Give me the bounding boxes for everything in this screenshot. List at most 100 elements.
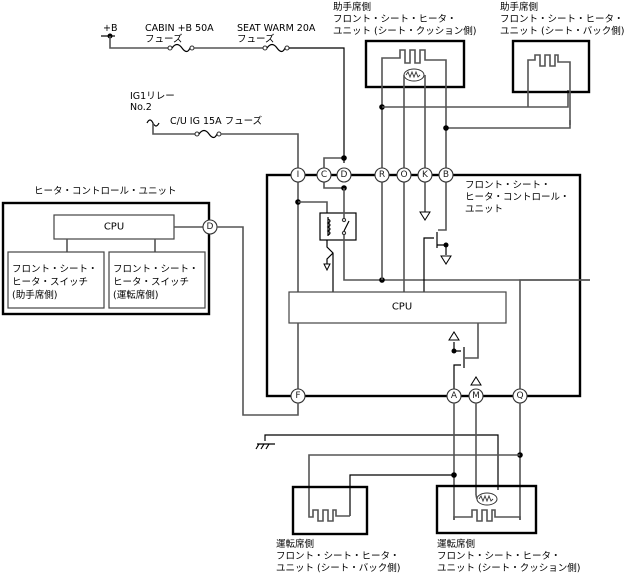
wire-ground	[264, 434, 499, 490]
driver-back-label-line1: 運転席側	[276, 538, 314, 550]
svg-text:O: O	[400, 170, 407, 180]
switch-passenger-box	[7, 251, 105, 309]
driver-cushion-label-line3: ユニット (シート・クッション側)	[437, 562, 580, 573]
switch-driver-line3: (運転席側)	[113, 289, 158, 301]
junction-dot	[443, 125, 449, 131]
passenger-back-label-line2: フロント・シート・ヒータ・	[500, 14, 624, 25]
ground-icon	[440, 255, 452, 265]
thermistor-icon	[403, 68, 425, 82]
pin-R: R	[374, 167, 390, 183]
wire	[343, 235, 590, 281]
ig1-relay-label-line1: IG1リレー	[130, 91, 175, 102]
driver-cushion-label-line1: 運転席側	[437, 538, 475, 550]
cpu-label: CPU	[392, 302, 412, 313]
wire	[446, 120, 571, 129]
relay-switch-icon	[341, 217, 350, 236]
wire	[349, 474, 454, 516]
passenger-cushion-unit	[364, 39, 466, 89]
wire	[308, 454, 520, 516]
passenger-back-label-line3: ユニット (シート・バック側)	[500, 25, 624, 37]
driver-back-label-line2: フロント・シート・ヒータ・	[276, 551, 400, 562]
ground-icon	[323, 263, 331, 272]
power-icon	[470, 376, 482, 386]
fuse-icon	[167, 43, 195, 53]
driver-cushion-unit	[435, 484, 538, 535]
fuse-icon	[194, 129, 222, 139]
thermistor-icon	[476, 492, 498, 506]
wire	[323, 157, 344, 168]
wire	[465, 323, 479, 359]
svg-text:I: I	[297, 170, 300, 180]
wire	[475, 494, 478, 500]
fuse2-label-line2: フューズ	[237, 33, 275, 45]
pin-B: B	[438, 167, 454, 183]
wire	[382, 90, 569, 108]
wire	[423, 237, 434, 292]
driver-cushion-label-line2: フロント・シート・ヒータ・	[437, 551, 561, 562]
wire	[438, 182, 447, 231]
svg-text:D: D	[341, 170, 348, 180]
switch-driver-line1: フロント・シート・	[113, 264, 199, 275]
fuse2-label-line1: SEAT WARM 20A	[237, 23, 316, 34]
junction-dot	[341, 155, 347, 161]
wire	[519, 279, 590, 390]
wire-plus-b	[109, 36, 168, 49]
heater-element-icon	[381, 49, 447, 168]
switch-passenger-line1: フロント・シート・	[12, 264, 98, 275]
heater-element-icon	[453, 509, 521, 522]
junction-dot	[451, 348, 457, 354]
passenger-cushion-label-line1: 助手席側	[333, 1, 371, 13]
control-unit-label-line1: フロント・シート・	[465, 180, 551, 191]
fuse-icon	[262, 43, 290, 53]
svg-text:K: K	[422, 170, 429, 180]
pin-D-heater-control: D	[202, 219, 218, 235]
plus-b-label: +B	[103, 23, 117, 34]
heater-control-unit	[1, 201, 211, 316]
svg-text:B: B	[443, 170, 449, 180]
ground-icon	[255, 443, 275, 450]
pin-D: D	[336, 167, 352, 183]
heater-control-cpu	[53, 214, 175, 240]
wire-seat-warm	[289, 47, 345, 163]
heater-element-icon	[527, 54, 571, 125]
wire	[152, 123, 195, 135]
pin-M: M	[468, 388, 484, 404]
transistor-icon	[326, 252, 334, 264]
pin-Q: Q	[512, 388, 528, 404]
ground-icon	[419, 211, 431, 221]
switch-passenger-line3: (助手席側)	[12, 289, 57, 301]
heater-control-cpu-label: CPU	[104, 222, 124, 233]
fuse1-label-line1: CABIN +B 50A	[145, 23, 214, 34]
control-unit-label-line2: ヒータ・コントロール・	[465, 192, 570, 203]
control-unit-label-line3: ユニット	[465, 204, 503, 215]
cpu-block	[288, 291, 507, 324]
passenger-back-unit	[511, 39, 591, 94]
switch-driver-box	[108, 251, 206, 309]
svg-text:C: C	[321, 170, 327, 180]
svg-text:M: M	[472, 391, 480, 401]
wire	[453, 364, 461, 390]
svg-text:R: R	[379, 170, 385, 180]
pin-F: F	[290, 388, 306, 404]
wire-ig	[221, 133, 299, 168]
heater-control-title: ヒータ・コントロール・ユニット	[34, 186, 177, 197]
passenger-cushion-label-line2: フロント・シート・ヒータ・	[333, 14, 457, 25]
fuse1-label-line2: フューズ	[145, 33, 183, 45]
svg-text:Q: Q	[516, 391, 523, 401]
driver-back-label-line3: ユニット (シート・バック側)	[276, 562, 400, 573]
switch-passenger-line2: ヒータ・スイッチ	[12, 277, 88, 288]
pin-C: C	[316, 167, 332, 183]
pin-O: O	[396, 167, 412, 183]
switch-driver-line2: ヒータ・スイッチ	[113, 277, 189, 288]
relay-box	[319, 212, 357, 241]
passenger-cushion-label-line3: ユニット (シート・クッション側)	[333, 25, 476, 37]
svg-text:F: F	[295, 391, 300, 401]
driver-back-unit	[291, 485, 369, 536]
ig1-relay-label-line2: No.2	[130, 102, 152, 113]
wire	[326, 240, 334, 292]
passenger-back-label-line1: 助手席側	[500, 1, 538, 13]
junction-dot	[443, 242, 449, 248]
wire	[323, 182, 344, 189]
pin-A: A	[446, 388, 462, 404]
